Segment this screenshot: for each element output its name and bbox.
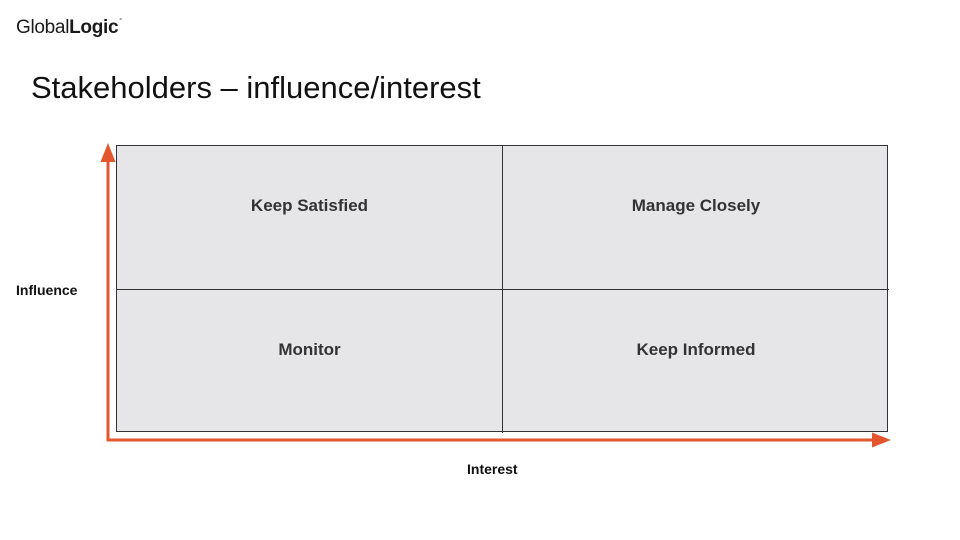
globallogic-logo: GlobalLogic° <box>16 17 122 39</box>
quadrant-manage-closely: Manage Closely <box>503 146 889 290</box>
logo-part-logic: Logic <box>69 17 119 38</box>
x-axis-label: Interest <box>467 461 518 477</box>
quadrant-label-manage-closely: Manage Closely <box>631 196 761 216</box>
quadrant-label-keep-satisfied: Keep Satisfied <box>250 196 369 216</box>
slide-title: Stakeholders – influence/interest <box>31 70 481 105</box>
x-axis-arrowhead <box>872 432 891 448</box>
logo-part-global: Global <box>16 17 70 38</box>
quadrant-monitor: Monitor <box>117 289 503 433</box>
quadrant-label-keep-informed: Keep Informed <box>636 340 756 360</box>
quadrant-keep-satisfied: Keep Satisfied <box>117 146 503 290</box>
quadrant-label-monitor: Monitor <box>278 340 341 360</box>
logo-mark: ° <box>119 18 122 25</box>
y-axis-label: Influence <box>16 282 78 298</box>
quadrant-keep-informed: Keep Informed <box>503 290 889 434</box>
y-axis-arrowhead <box>100 143 116 162</box>
influence-interest-matrix: Keep Satisfied Manage Closely Monitor Ke… <box>116 145 889 434</box>
